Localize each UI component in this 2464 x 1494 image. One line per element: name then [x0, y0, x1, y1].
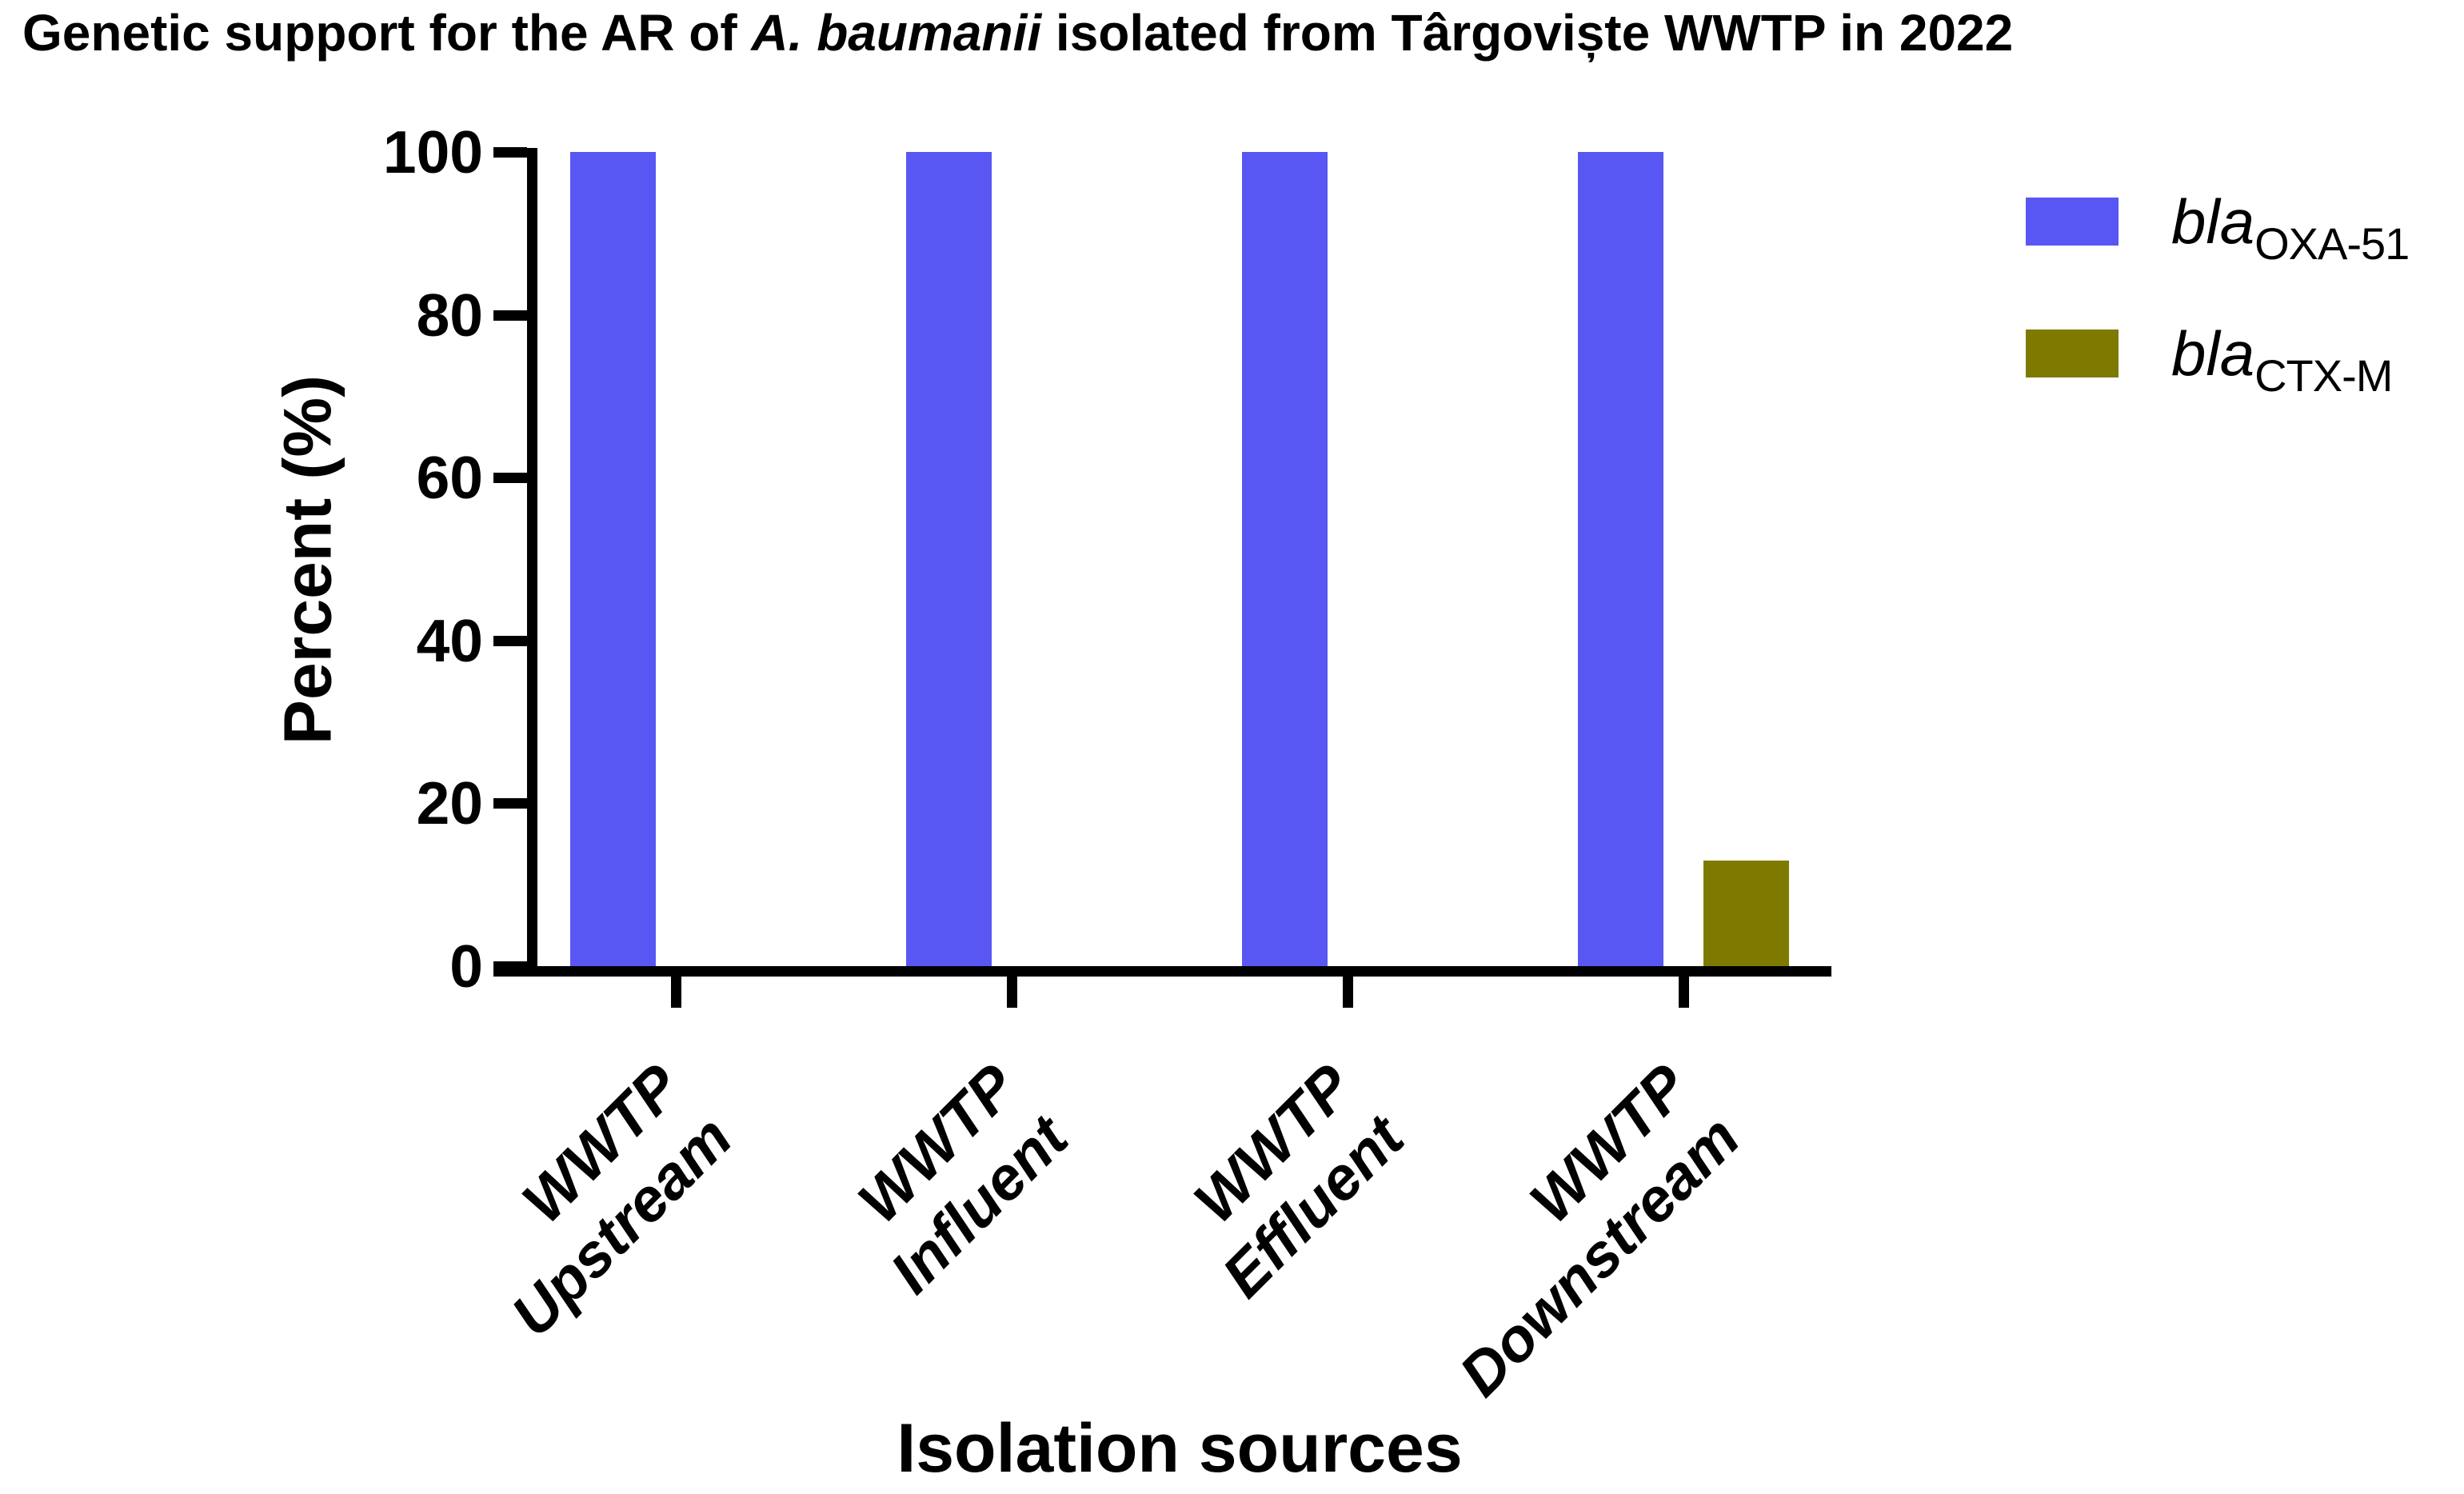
x-axis-line — [493, 966, 1831, 977]
bar-blaOXA-51-wwtp-influent — [906, 152, 992, 966]
legend-swatch-blaCTX-M — [2026, 330, 2119, 377]
bar-blaOXA-51-wwtp-upstream — [570, 152, 656, 966]
x-tick-4 — [1679, 971, 1689, 1008]
x-tick-1 — [671, 971, 681, 1008]
bar-blaOXA-51-wwtp-effluent — [1242, 152, 1328, 966]
legend: blaOXA-51 blaCTX-M — [2026, 0, 2464, 480]
y-axis-line — [527, 148, 537, 977]
y-tick-label-20: 20 — [416, 769, 483, 837]
bar-blaOXA-51-wwtp-downstream — [1578, 152, 1663, 966]
y-tick-label-60: 60 — [416, 444, 483, 512]
chart-title: Genetic support for the AR of A. baumani… — [22, 3, 2013, 62]
chart-title-suffix: isolated from Târgoviște WWTP in 2022 — [1041, 4, 2014, 62]
legend-swatch-blaOXA-51 — [2026, 198, 2119, 246]
x-tick-2 — [1007, 971, 1017, 1008]
chart-title-prefix: Genetic support for the AR of — [22, 4, 752, 62]
bar-blaCTX-M-wwtp-downstream — [1703, 861, 1789, 966]
y-tick-40 — [493, 635, 527, 646]
legend-item-blaCTX-M: blaCTX-M — [2026, 306, 2393, 401]
legend-label-blaCTX-M: blaCTX-M — [2171, 318, 2393, 401]
y-tick-60 — [493, 473, 527, 484]
legend-label-blaOXA-51: blaOXA-51 — [2171, 186, 2410, 269]
y-tick-label-80: 80 — [416, 281, 483, 349]
y-axis-title: Percent (%) — [270, 374, 345, 745]
y-tick-100 — [493, 147, 527, 158]
x-tick-3 — [1343, 971, 1353, 1008]
chart-title-species: A. baumanii — [751, 4, 1042, 62]
y-tick-label-0: 0 — [449, 933, 483, 1000]
y-tick-80 — [493, 310, 527, 321]
y-tick-label-100: 100 — [382, 118, 483, 186]
legend-item-blaOXA-51: blaOXA-51 — [2026, 174, 2410, 270]
x-axis-title: Isolation sources — [897, 1410, 1463, 1487]
y-tick-label-40: 40 — [416, 606, 483, 674]
y-tick-20 — [493, 798, 527, 809]
